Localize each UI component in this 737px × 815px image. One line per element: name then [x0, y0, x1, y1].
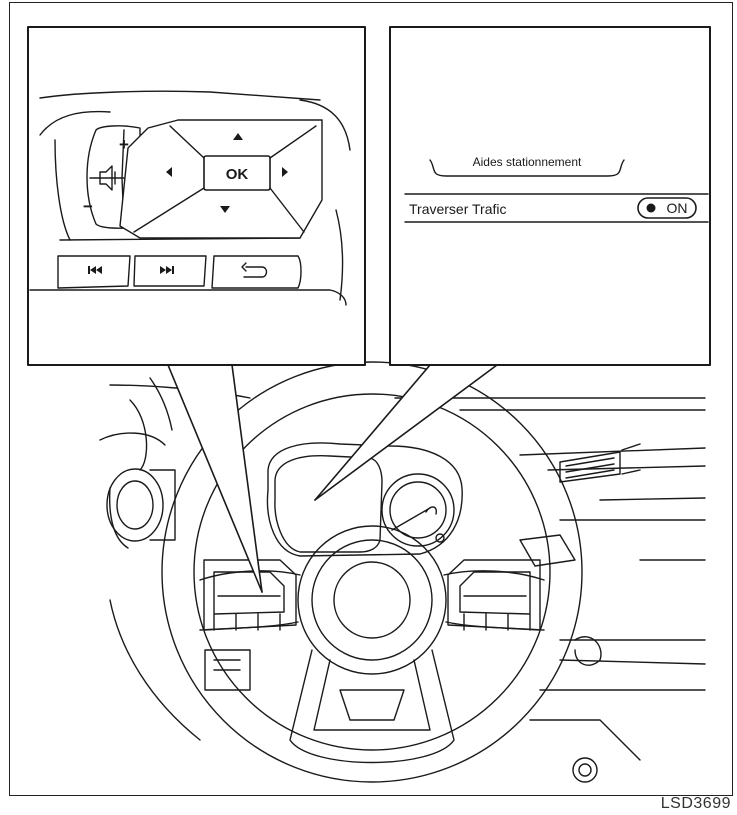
figure-reference-code: LSD3699	[660, 795, 731, 812]
toggle-dot-icon	[646, 203, 656, 213]
arrow-left-icon	[166, 167, 172, 177]
menu-title: Aides stationnement	[473, 155, 582, 169]
on-toggle[interactable]	[637, 197, 697, 219]
menu-item-label: Traverser Trafic	[409, 201, 507, 217]
ok-label: OK	[226, 166, 249, 183]
arrow-right-icon	[282, 167, 288, 177]
volume-down-label: −	[83, 197, 93, 216]
next-track-icon	[160, 266, 174, 274]
back-button[interactable]	[211, 255, 302, 289]
callout-lines	[167, 364, 498, 593]
arrow-up-icon	[233, 133, 243, 140]
toggle-label: ON	[667, 200, 688, 216]
menu-title-tab	[429, 159, 625, 177]
display-inset-panel	[389, 26, 711, 366]
ok-button[interactable]	[203, 155, 271, 191]
arrow-down-icon	[220, 206, 230, 213]
back-icon	[241, 262, 268, 278]
steering-wheel-illustration	[99, 361, 706, 783]
figure-frame	[9, 2, 733, 796]
previous-track-icon	[88, 266, 102, 274]
volume-up-label: +	[119, 135, 129, 154]
volume-icon	[99, 165, 116, 191]
